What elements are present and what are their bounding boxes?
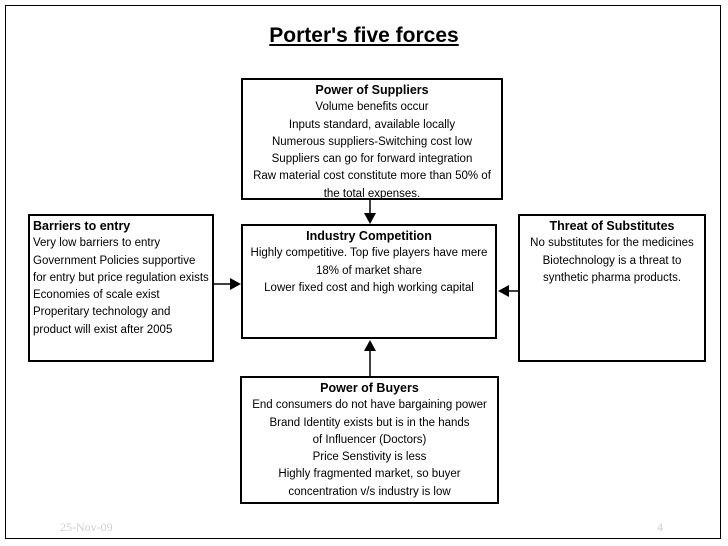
threat-of-substitutes-box: Threat of Substitutes No substitutes for… bbox=[518, 214, 706, 362]
barriers-line: product will exist after 2005 bbox=[33, 323, 173, 336]
buyers-box: Power of Buyers End consumers do not hav… bbox=[240, 376, 499, 504]
suppliers-line: Raw material cost constitute more than 5… bbox=[253, 170, 491, 183]
substitutes-heading: Threat of Substitutes bbox=[549, 219, 675, 233]
arrow-barriers-to-industry bbox=[214, 278, 241, 290]
slide-frame bbox=[5, 5, 721, 539]
barriers-line: Properitary technology and bbox=[33, 306, 171, 319]
barriers-line: Economies of scale exist bbox=[33, 289, 160, 302]
industry-line: Highly competitive. Top five players hav… bbox=[250, 247, 488, 260]
suppliers-box: Power of Suppliers Volume benefits occur… bbox=[241, 78, 503, 200]
suppliers-line: Volume benefits occur bbox=[315, 101, 429, 114]
suppliers-line: Suppliers can go for forward integration bbox=[271, 153, 473, 166]
barriers-line: Government Policies supportive bbox=[33, 254, 196, 267]
barriers-heading: Barriers to entry bbox=[33, 219, 131, 233]
barriers-line: Very low barriers to entry bbox=[33, 237, 161, 250]
buyers-line: Price Senstivity is less bbox=[312, 451, 427, 464]
industry-heading: Industry Competition bbox=[306, 229, 432, 243]
barriers-line: for entry but price regulation exists bbox=[33, 271, 209, 284]
slide-title: Porter's five forces bbox=[269, 24, 459, 47]
arrow-substitutes-to-industry bbox=[498, 285, 518, 297]
barriers-to-entry-box: Barriers to entry Very low barriers to e… bbox=[28, 214, 214, 362]
suppliers-line: Numerous suppliers-Switching cost low bbox=[271, 135, 473, 148]
buyers-heading: Power of Buyers bbox=[320, 381, 419, 395]
buyers-line: concentration v/s industry is low bbox=[288, 485, 451, 498]
buyers-line: End consumers do not have bargaining pow… bbox=[252, 399, 487, 412]
suppliers-heading: Power of Suppliers bbox=[315, 83, 429, 97]
industry-line: 18% of market share bbox=[315, 264, 423, 277]
suppliers-line: the total expenses. bbox=[323, 187, 421, 200]
buyers-line: Brand Identity exists but is in the hand… bbox=[269, 416, 470, 429]
substitutes-line: Biotechnology is a threat to bbox=[542, 254, 682, 267]
substitutes-line: synthetic pharma products. bbox=[542, 271, 682, 284]
buyers-line: Highly fragmented market, so buyer bbox=[278, 468, 461, 481]
buyers-line: of Influencer (Doctors) bbox=[312, 433, 427, 446]
arrow-buyers-to-industry bbox=[364, 340, 376, 376]
suppliers-line: Inputs standard, available locally bbox=[288, 118, 456, 131]
industry-line: Lower fixed cost and high working capita… bbox=[264, 281, 474, 294]
substitutes-line: No substitutes for the medicines bbox=[530, 237, 694, 250]
footer-date: 25-Nov-09 bbox=[60, 520, 113, 534]
footer-page-number: 4 bbox=[657, 520, 663, 534]
industry-competition-box: Industry Competition Highly competitive.… bbox=[241, 224, 497, 339]
arrow-suppliers-to-industry bbox=[364, 200, 376, 224]
